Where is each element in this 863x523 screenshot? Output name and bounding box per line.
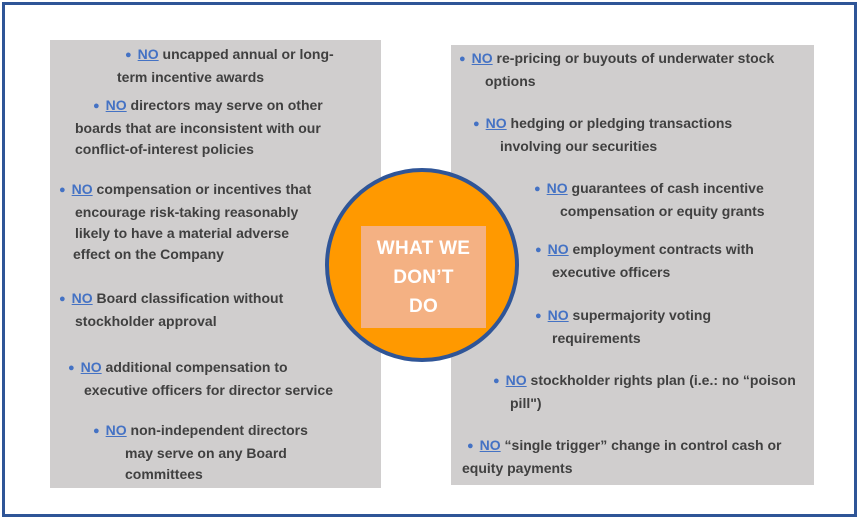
right-item-3: ●NO guarantees of cash incentive compens… xyxy=(534,180,765,219)
no-label: NO xyxy=(505,372,527,388)
bullet-icon: ● xyxy=(473,118,480,130)
right-item-5: ●NO supermajority voting requirements xyxy=(535,307,712,346)
right-item-7: ●NO “single trigger” change in control c… xyxy=(462,437,782,476)
no-label: NO xyxy=(479,437,501,453)
bullet-icon: ● xyxy=(68,362,75,374)
no-label: NO xyxy=(547,241,569,257)
bullet-icon: ● xyxy=(59,184,66,196)
no-label: NO xyxy=(105,422,127,438)
left-item-1: ●NO uncapped annual or long- term incent… xyxy=(117,46,334,85)
bullet-icon: ● xyxy=(534,183,541,195)
no-label: NO xyxy=(471,50,493,66)
no-label: NO xyxy=(546,180,568,196)
left-item-3: ●NO compensation or incentives that enco… xyxy=(59,181,312,262)
left-item-5: ●NO additional compensation to executive… xyxy=(68,359,334,398)
bullet-icon: ● xyxy=(93,100,100,112)
no-label: NO xyxy=(105,97,127,113)
no-label: NO xyxy=(547,307,569,323)
no-label: NO xyxy=(485,115,507,131)
left-item-6: ●NO non-independent directors may serve … xyxy=(93,422,308,482)
bullet-icon: ● xyxy=(125,49,132,61)
left-item-4: ●NO Board classification without stockho… xyxy=(59,290,284,329)
bullet-icon: ● xyxy=(59,293,66,305)
bullet-icon: ● xyxy=(459,53,466,65)
right-item-1: ●NO re-pricing or buyouts of underwater … xyxy=(459,50,775,89)
bullet-icon: ● xyxy=(93,425,100,437)
no-label: NO xyxy=(137,46,159,62)
center-title-box: WHAT WE DON’T DO xyxy=(361,226,486,328)
right-item-6: ●NO stockholder rights plan (i.e.: no “p… xyxy=(493,372,796,411)
left-item-2: ●NO directors may serve on other boards … xyxy=(75,97,323,157)
center-title: WHAT WE DON’T DO xyxy=(376,237,471,317)
no-label: NO xyxy=(80,359,102,375)
bullet-icon: ● xyxy=(493,375,500,387)
no-label: NO xyxy=(71,290,93,306)
bullet-icon: ● xyxy=(467,440,474,452)
no-label: NO xyxy=(71,181,93,197)
bullet-icon: ● xyxy=(535,244,542,256)
right-item-2: ●NO hedging or pledging transactions inv… xyxy=(473,115,733,154)
bullet-icon: ● xyxy=(535,310,542,322)
right-item-4: ●NO employment contracts with executive … xyxy=(535,241,754,280)
